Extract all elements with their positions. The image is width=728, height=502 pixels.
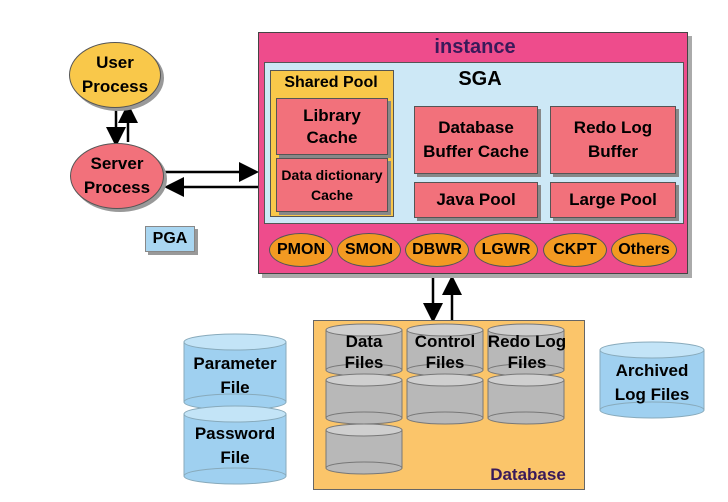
- redo-log-buffer-label: Redo Log Buffer: [573, 118, 653, 161]
- pga-box: PGA: [145, 226, 195, 252]
- server-process-label: Server Process: [83, 154, 151, 197]
- storage-cylinder: [406, 373, 484, 425]
- redo-log-buffer-box: Redo Log Buffer: [550, 106, 676, 174]
- process-dbwr: DBWR: [405, 233, 469, 267]
- password-file-text: Password File: [194, 424, 276, 467]
- data-dictionary-cache-label: Data dictionary Cache: [281, 167, 383, 203]
- redo-log-files-text: Redo Log Files: [487, 332, 567, 372]
- library-cache-label: Library Cache: [303, 105, 361, 147]
- password-file-label: Password File: [184, 420, 286, 472]
- user-process: User Process: [69, 42, 161, 108]
- archived-log-files-label: Archived Log Files: [600, 357, 704, 409]
- redo-log-files-cylinder: [487, 323, 565, 377]
- database-label: Database: [490, 465, 566, 484]
- java-pool-label: Java Pool: [436, 190, 516, 209]
- large-pool-box: Large Pool: [550, 182, 676, 218]
- user-process-label: User Process: [81, 53, 149, 96]
- process-ckpt: CKPT: [543, 233, 607, 267]
- library-cache-box: Library Cache: [276, 98, 388, 155]
- java-pool-box: Java Pool: [414, 182, 538, 218]
- parameter-file-text: Parameter File: [193, 354, 277, 397]
- process-others: Others: [611, 233, 677, 267]
- process-smon-label: SMON: [345, 241, 393, 258]
- process-dbwr-label: DBWR: [412, 241, 462, 258]
- pga-label: PGA: [152, 230, 188, 247]
- archived-log-files-cylinder: [599, 341, 705, 419]
- process-lgwr: LGWR: [474, 233, 538, 267]
- control-files-text: Control Files: [414, 332, 476, 372]
- storage-cylinder: [487, 373, 565, 425]
- control-files-cylinder: [406, 323, 484, 377]
- data-dictionary-cache-box: Data dictionary Cache: [276, 158, 388, 212]
- password-file-cylinder: [183, 405, 287, 485]
- storage-cylinder: [325, 423, 403, 475]
- process-smon: SMON: [337, 233, 401, 267]
- process-ckpt-label: CKPT: [553, 241, 597, 258]
- sga-label: SGA: [458, 67, 502, 90]
- process-others-label: Others: [618, 241, 670, 258]
- parameter-file-label: Parameter File: [184, 350, 286, 402]
- shared-pool-label: Shared Pool: [284, 74, 378, 91]
- process-pmon-label: PMON: [277, 241, 325, 258]
- data-files-label: Data Files: [326, 330, 402, 374]
- control-files-label: Control Files: [405, 330, 485, 374]
- storage-cylinder: [325, 373, 403, 425]
- database-buffer-cache-box: Database Buffer Cache: [414, 106, 538, 174]
- database-buffer-cache-label: Database Buffer Cache: [423, 118, 529, 161]
- large-pool-label: Large Pool: [569, 190, 657, 209]
- redo-log-files-label: Redo Log Files: [486, 330, 568, 374]
- process-pmon: PMON: [269, 233, 333, 267]
- process-lgwr-label: LGWR: [481, 241, 531, 258]
- archived-log-files-text: Archived Log Files: [614, 361, 690, 404]
- data-files-cylinder: [325, 323, 403, 377]
- server-process: Server Process: [70, 143, 164, 209]
- parameter-file-cylinder: [183, 333, 287, 411]
- instance-title: instance: [434, 35, 516, 58]
- data-files-text: Data Files: [344, 332, 384, 372]
